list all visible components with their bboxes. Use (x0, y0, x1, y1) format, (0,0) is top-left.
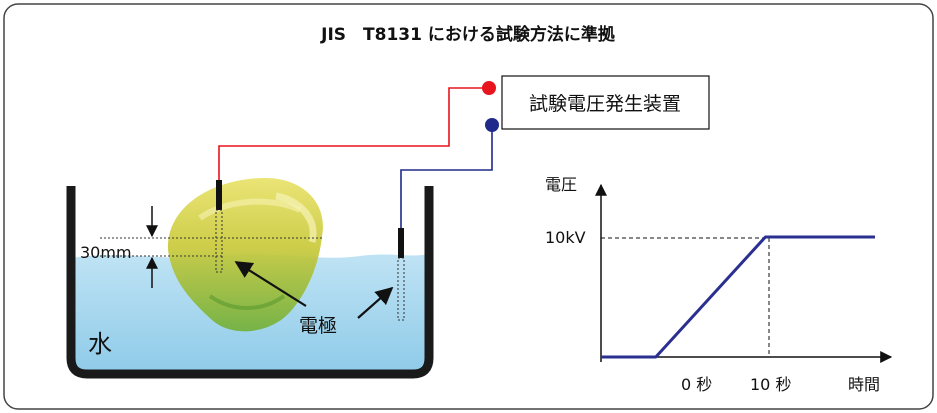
voltage-chart: 電圧 時間 10kV 0 秒 10 秒 (545, 175, 893, 394)
negative-terminal (485, 118, 499, 132)
negative-wire (400, 128, 493, 228)
electrode-arrows (234, 261, 394, 319)
device-box (501, 75, 710, 130)
electrode-right (397, 228, 405, 321)
tank-walls (66, 186, 434, 379)
water-label: 水 (88, 330, 112, 358)
voltage-series-line (601, 235, 875, 359)
electrode-left (215, 180, 223, 273)
y-tick-label: 10kV (545, 228, 586, 247)
x-tick-label-10: 10 秒 (750, 375, 791, 394)
x-axis-label: 時間 (848, 375, 880, 394)
device-label: 試験電圧発生装置 (529, 93, 681, 115)
positive-wire (218, 87, 487, 180)
measurement-label: 30mm (80, 243, 132, 262)
page-title: JIS T8131 における試験方法に準拠 (320, 24, 616, 45)
electrode-label: 電極 (299, 315, 337, 337)
positive-terminal (482, 81, 496, 95)
y-axis-label: 電圧 (545, 175, 577, 194)
x-tick-label-0: 0 秒 (681, 375, 712, 394)
